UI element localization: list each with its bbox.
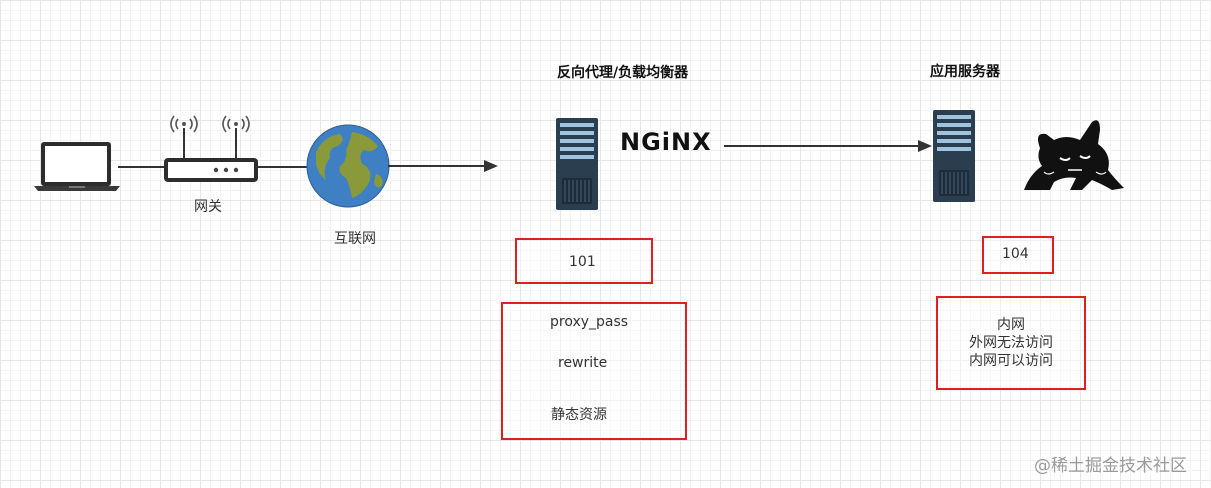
proxy-ip-label: 101 bbox=[569, 254, 596, 270]
globe-icon bbox=[306, 124, 390, 208]
app-notes-text: 内网 外网无法访问 内网可以访问 bbox=[936, 316, 1086, 370]
connector-arrow bbox=[724, 140, 932, 152]
connector-line bbox=[256, 166, 310, 168]
note-line: 外网无法访问 bbox=[969, 335, 1053, 351]
watermark: @稀土掘金技术社区 bbox=[1034, 456, 1187, 476]
note-line: 内网可以访问 bbox=[969, 353, 1053, 369]
server-icon bbox=[933, 110, 975, 202]
app-server-title: 应用服务器 bbox=[930, 64, 1000, 80]
feature-item: rewrite bbox=[558, 355, 608, 371]
note-line: 内网 bbox=[997, 317, 1025, 333]
app-ip-box bbox=[982, 236, 1054, 274]
app-ip-label: 104 bbox=[1002, 246, 1029, 262]
gateway-label: 网关 bbox=[194, 199, 222, 215]
laptop-icon bbox=[34, 142, 120, 191]
router-icon bbox=[164, 115, 258, 182]
proxy-ip-box bbox=[515, 238, 653, 284]
internet-label: 互联网 bbox=[334, 231, 376, 247]
nginx-logo: NGiNX bbox=[620, 128, 712, 156]
feature-item: 静态资源 bbox=[551, 407, 607, 423]
tomcat-cat-icon bbox=[1024, 120, 1124, 190]
app-notes-box bbox=[936, 296, 1086, 390]
connector-line bbox=[118, 166, 168, 168]
server-icon bbox=[556, 118, 598, 210]
proxy-features-box bbox=[501, 302, 687, 440]
connector-arrow bbox=[388, 160, 498, 172]
proxy-title: 反向代理/负载均衡器 bbox=[557, 65, 689, 81]
feature-item: proxy_pass bbox=[550, 314, 629, 330]
